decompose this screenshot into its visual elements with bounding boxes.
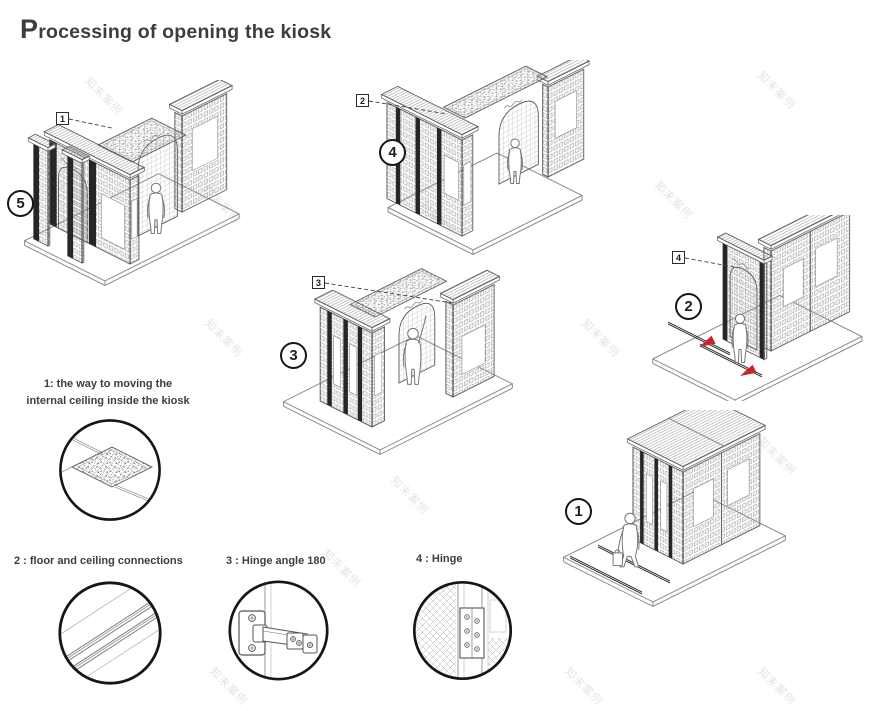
kiosk-illustration-step-4 <box>365 60 595 256</box>
module-right-face <box>372 327 385 427</box>
step-circle-2: 2 <box>675 293 702 320</box>
detail-4-caption: 4 : Hinge <box>416 553 463 565</box>
module-roof <box>169 80 232 111</box>
step-number-3: 3 <box>289 347 298 364</box>
kiosk-illustration-step-5 <box>10 80 250 292</box>
direction-arrow <box>740 364 757 376</box>
illustration-svg <box>228 580 329 681</box>
module-left-face <box>543 84 548 177</box>
person-figure <box>732 314 748 362</box>
illustration-svg <box>562 410 787 608</box>
callout-circle <box>59 419 161 521</box>
watermark: 知末案例 <box>202 317 245 360</box>
module-right-face <box>130 176 139 264</box>
module-roof <box>44 125 144 175</box>
step-circle-4: 4 <box>379 139 406 166</box>
step-circle-1: 1 <box>565 498 592 525</box>
person-figure <box>403 316 425 384</box>
callout-circle <box>58 581 162 685</box>
direction-arrow <box>699 335 716 347</box>
watermark: 知末案例 <box>388 474 431 517</box>
part-label-3: 3 <box>312 276 325 289</box>
detail-1-caption-line2: internal ceiling inside the kiosk <box>26 395 190 407</box>
module-roof <box>628 410 766 467</box>
module-right-face <box>453 284 494 397</box>
callout-content <box>238 582 318 679</box>
person-figure <box>148 183 165 233</box>
kiosk-illustration-step-3 <box>275 255 525 456</box>
module-roof <box>62 146 89 159</box>
detail-4-drawing <box>412 580 513 681</box>
illustration-svg <box>23 80 241 287</box>
step-circle-3: 3 <box>280 342 307 369</box>
watermark: 知末案例 <box>579 317 622 360</box>
callout-circle <box>228 580 329 681</box>
illustration-svg <box>365 60 595 256</box>
floor-track <box>569 555 643 593</box>
ceiling-panel <box>98 118 186 162</box>
floor-track <box>667 321 731 354</box>
part-label-4: 4 <box>672 251 685 264</box>
module-right-face <box>462 135 473 236</box>
illustration-svg <box>59 419 161 521</box>
step-circle-5: 5 <box>7 190 34 217</box>
detail-2-caption: 2 : floor and ceiling connections <box>14 555 183 567</box>
module-right-face <box>683 434 760 564</box>
module-right-face <box>182 94 227 212</box>
callout-content <box>60 583 160 683</box>
kiosk-illustration-step-1 <box>550 410 800 616</box>
module-roof <box>718 233 773 260</box>
detail-3-caption: 3 : Hinge angle 180 <box>226 555 326 567</box>
floor-track <box>667 323 731 356</box>
part-label-2: 2 <box>356 94 369 107</box>
module-left-face <box>446 301 453 397</box>
detail-1-caption-line1: 1: the way to moving the <box>43 378 173 390</box>
ceiling-panel <box>444 66 548 118</box>
callout-content <box>414 582 511 679</box>
watermark: 知末案例 <box>755 665 798 708</box>
module-left-face <box>68 156 82 263</box>
detail-1-caption: 1: the way to moving the internal ceilin… <box>22 376 194 410</box>
callout-content <box>61 429 159 508</box>
illustration-svg <box>412 580 513 681</box>
module-left-face <box>320 307 372 427</box>
detail-3-drawing <box>227 579 330 682</box>
step-number-5: 5 <box>16 195 25 212</box>
module-right-face <box>548 69 584 177</box>
callout-circle <box>412 580 513 681</box>
kiosk-illustration-step-2 <box>640 215 880 406</box>
illustration-svg <box>651 215 864 406</box>
person-figure <box>613 513 639 567</box>
module-right-face <box>771 215 850 351</box>
watermark: 知末案例 <box>755 69 798 112</box>
illustration-svg <box>282 255 514 456</box>
watermark: 知末案例 <box>562 665 605 708</box>
module-left-face <box>387 102 462 236</box>
floor-track <box>569 557 643 595</box>
part-label-1: 1 <box>56 112 69 125</box>
page-title: Processing of opening the kiosk <box>20 14 332 44</box>
step-number-4: 4 <box>388 144 397 161</box>
step-number-1: 1 <box>574 503 583 520</box>
detail-2-drawing <box>54 577 166 689</box>
step-number-2: 2 <box>684 298 693 315</box>
detail-1-drawing <box>55 415 165 525</box>
illustration-svg <box>58 581 162 685</box>
module-roof <box>28 134 55 147</box>
module-left-face <box>34 144 48 246</box>
person-figure <box>508 139 523 183</box>
